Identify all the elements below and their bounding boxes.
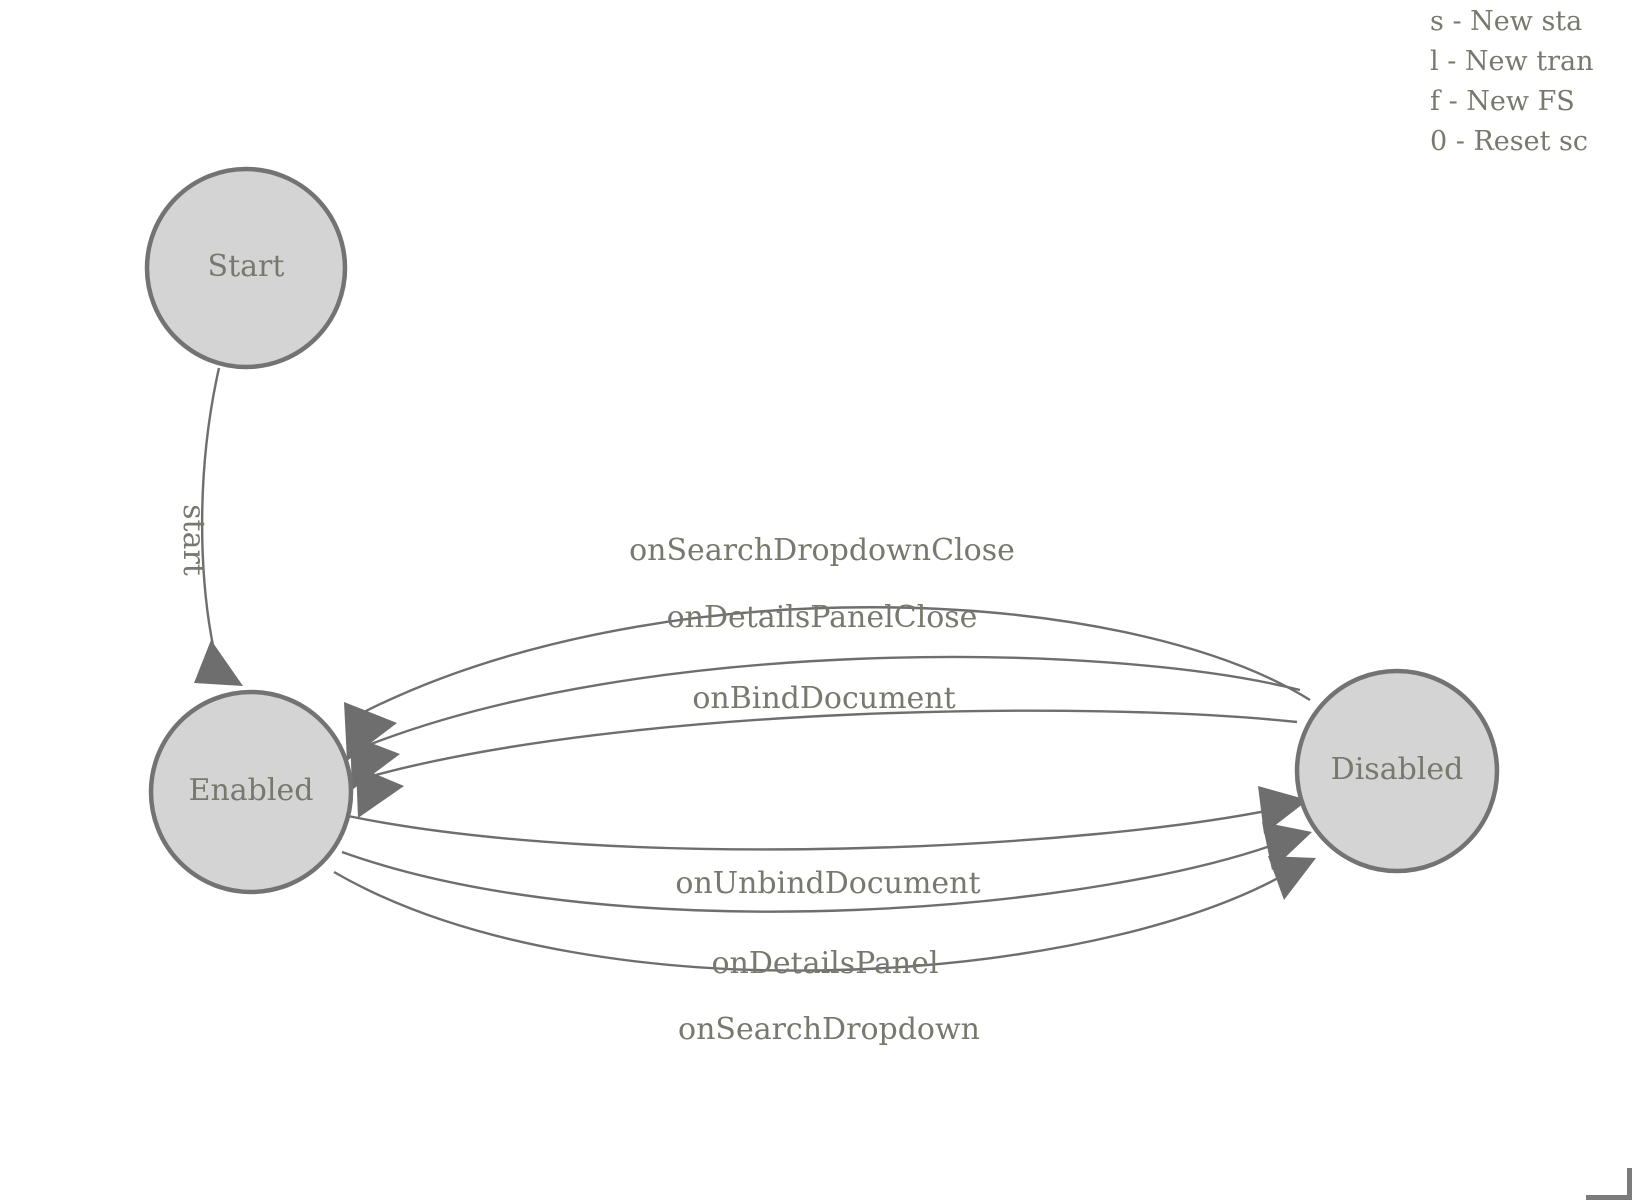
transition-onsearchdropdownclose-label: onSearchDropdownClose bbox=[629, 533, 1015, 568]
help-line-new-transition: l - New tran bbox=[1430, 46, 1594, 77]
transition-start-arrowhead bbox=[194, 640, 243, 686]
transition-onsearchdropdown[interactable] bbox=[333, 856, 1316, 972]
help-line-new-state: s - New sta bbox=[1430, 6, 1583, 37]
keyboard-help-overlay: s - New sta l - New tran f - New FS 0 - … bbox=[1422, 0, 1632, 162]
transition-onsearchdropdown-label: onSearchDropdown bbox=[678, 1012, 980, 1047]
node-disabled-label: Disabled bbox=[1331, 752, 1464, 787]
edge-labels-layer: start onSearchDropdownClose onDetailsPan… bbox=[176, 504, 1015, 1047]
node-disabled[interactable]: Disabled bbox=[1294, 668, 1500, 874]
transition-onbinddocument-path[interactable] bbox=[371, 709, 1298, 778]
help-line-new-fsm: f - New FS bbox=[1430, 86, 1575, 117]
transition-ondetailspanel-label: onDetailsPanel bbox=[711, 946, 938, 981]
node-start[interactable]: Start bbox=[144, 166, 348, 370]
transition-start-label: start bbox=[176, 504, 211, 576]
transition-start-path[interactable] bbox=[200, 367, 221, 661]
transition-ondetailspanelclose-path[interactable] bbox=[365, 655, 1301, 748]
help-line-reset: 0 - Reset sc bbox=[1430, 126, 1589, 157]
transition-ondetailspanelclose[interactable] bbox=[350, 655, 1301, 790]
transition-onbinddocument-label: onBindDocument bbox=[692, 681, 955, 716]
transition-start[interactable] bbox=[194, 367, 243, 686]
transition-onunbinddocument-arrowhead bbox=[1258, 786, 1308, 834]
node-enabled[interactable]: Enabled bbox=[148, 689, 354, 895]
node-enabled-label: Enabled bbox=[189, 773, 314, 808]
transition-onsearchdropdownclose-path[interactable] bbox=[359, 606, 1311, 716]
nodes-layer: Start Enabled Disabled bbox=[144, 166, 1500, 895]
node-enabled-circle[interactable] bbox=[148, 689, 354, 895]
canvas-corner-frame-horizontal bbox=[1586, 1195, 1632, 1200]
transition-ondetailspanel-path[interactable] bbox=[341, 834, 1298, 913]
transition-onbinddocument-arrowhead bbox=[356, 766, 404, 818]
node-start-label: Start bbox=[208, 249, 285, 284]
edges-layer bbox=[194, 367, 1316, 972]
node-start-circle[interactable] bbox=[144, 166, 348, 370]
transition-onunbinddocument-label: onUnbindDocument bbox=[675, 866, 980, 901]
transition-onunbinddocument[interactable] bbox=[347, 786, 1308, 851]
transition-ondetailspanelclose-label: onDetailsPanelClose bbox=[667, 600, 978, 635]
transition-onsearchdropdown-path[interactable] bbox=[333, 859, 1309, 972]
transition-onbinddocument[interactable] bbox=[356, 709, 1298, 818]
transition-onunbinddocument-path[interactable] bbox=[347, 804, 1291, 851]
node-disabled-circle[interactable] bbox=[1294, 668, 1500, 874]
transition-onsearchdropdown-arrowhead bbox=[1268, 856, 1316, 900]
canvas-corner-frame-vertical bbox=[1627, 1168, 1632, 1200]
